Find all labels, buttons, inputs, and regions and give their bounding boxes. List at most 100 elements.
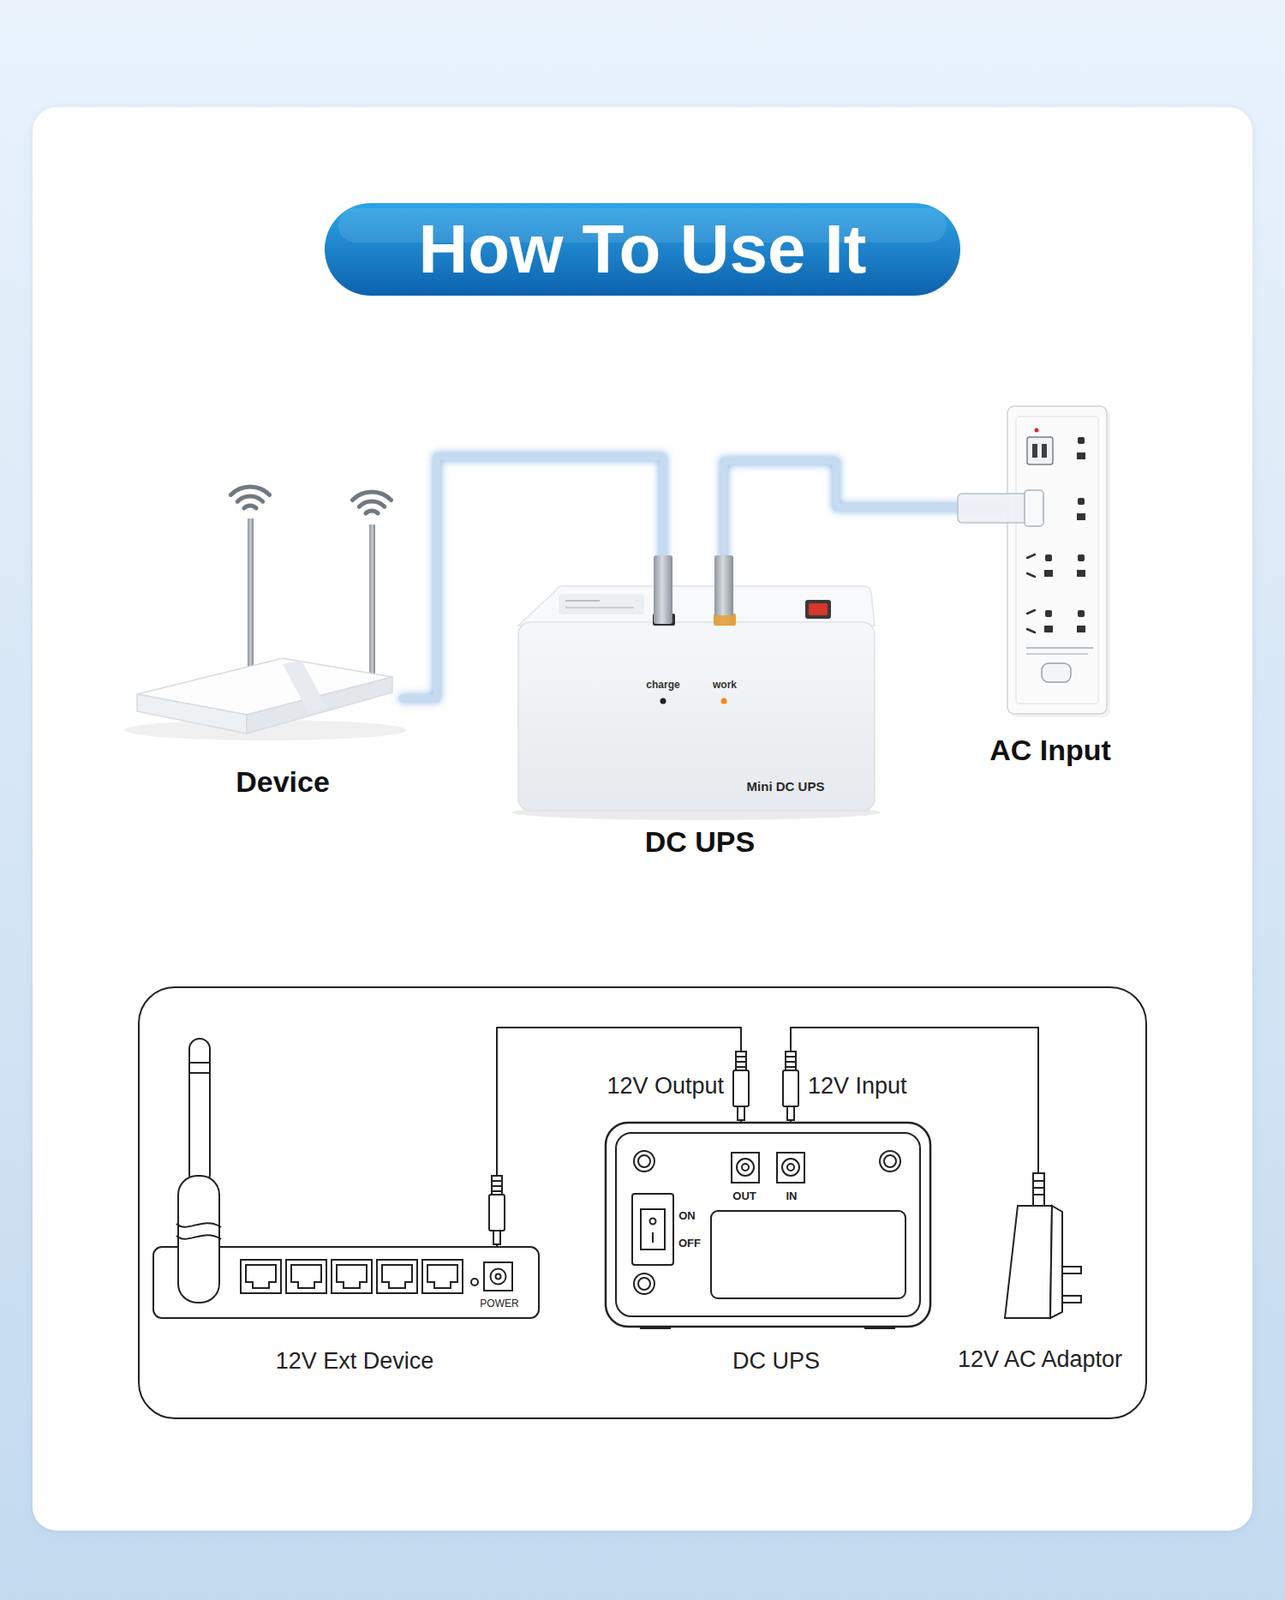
screw xyxy=(879,1150,901,1172)
switch-bar xyxy=(1032,443,1038,458)
port-inner xyxy=(382,1264,413,1288)
adaptor-side xyxy=(1050,1205,1063,1318)
led-label: charge xyxy=(645,679,680,691)
ups-back-inner xyxy=(615,1132,921,1316)
socket-slot xyxy=(1027,554,1035,558)
router-line-drawing xyxy=(153,1038,539,1318)
port-inner xyxy=(291,1264,322,1288)
adaptor-prong xyxy=(1062,1295,1082,1303)
port-label: POWER xyxy=(479,1297,519,1309)
sticker-line xyxy=(565,599,600,602)
jack-ring xyxy=(782,1158,800,1176)
content-card xyxy=(32,107,1253,1531)
diagram-frame xyxy=(138,986,1147,1418)
router-stripe xyxy=(282,660,328,712)
socket-hole xyxy=(1076,513,1086,520)
ups-unit: chargeworkMini DC UPSDC UPS xyxy=(518,621,875,811)
device-label: DC UPS xyxy=(645,825,755,858)
title-pill xyxy=(324,203,961,296)
ac-adaptor: 12V AC Adaptor xyxy=(1002,1172,1082,1320)
rocker-switch xyxy=(640,1208,665,1250)
wifi-arc xyxy=(358,501,385,507)
strip-print xyxy=(1026,652,1088,655)
jack-ring xyxy=(736,1158,754,1176)
plug-collar xyxy=(714,615,734,624)
ext-device: POWER12V Ext Device xyxy=(153,1246,539,1318)
relief-rib xyxy=(1033,1193,1045,1196)
adaptor-prong xyxy=(1062,1266,1082,1274)
antenna-fold xyxy=(176,1234,222,1239)
device-label: 12V Ext Device xyxy=(275,1348,435,1375)
socket-hole xyxy=(1045,554,1052,562)
screw xyxy=(633,1150,655,1172)
wifi-arc xyxy=(244,505,257,509)
port-label: IN xyxy=(786,1189,798,1202)
cable-relief xyxy=(1033,1172,1045,1206)
connector-label: 12V Output xyxy=(606,1073,724,1100)
screw-head xyxy=(884,1154,897,1167)
power-strip: AC Input xyxy=(1007,406,1107,714)
relief-rib xyxy=(1033,1186,1045,1189)
dc-plug xyxy=(653,555,673,624)
switch-label: ON xyxy=(678,1209,696,1222)
device-label: 12V AC Adaptor xyxy=(957,1346,1123,1373)
status-led xyxy=(471,1278,479,1285)
diagram-title: How To Use It xyxy=(418,215,867,284)
jack-ring xyxy=(490,1268,507,1285)
led-label: work xyxy=(712,679,737,691)
wifi-arc xyxy=(230,486,269,495)
screw xyxy=(633,1273,655,1294)
rocker-mark xyxy=(650,1218,657,1225)
ethernet-port xyxy=(422,1259,463,1293)
wifi-arc xyxy=(352,491,391,500)
socket-slot xyxy=(1027,573,1035,577)
wifi-arc xyxy=(365,510,378,514)
strip-lamp xyxy=(1034,428,1040,433)
relief-rib xyxy=(1033,1179,1045,1182)
screw-head xyxy=(638,1277,651,1290)
label-panel xyxy=(711,1210,906,1298)
strip-body xyxy=(1007,406,1107,714)
rocker-mark xyxy=(651,1231,654,1243)
ups-back-outline xyxy=(605,1122,931,1327)
dc-plug xyxy=(489,1175,505,1244)
device-label: AC Input xyxy=(989,734,1112,766)
ups-illustration xyxy=(512,555,881,820)
router-device: Device xyxy=(128,475,403,737)
antenna-band xyxy=(189,1061,210,1064)
ethernet-port xyxy=(376,1259,418,1293)
strip-panel xyxy=(1016,416,1099,704)
ethernet-port xyxy=(331,1259,372,1293)
socket-hole xyxy=(1076,625,1086,633)
strip-switch xyxy=(1027,436,1053,465)
jack-pin xyxy=(741,1163,749,1171)
port-label: OUT xyxy=(732,1189,756,1202)
screw-head xyxy=(638,1154,651,1167)
port-inner xyxy=(427,1264,458,1288)
wifi-arc xyxy=(237,496,263,502)
socket-hole xyxy=(1077,554,1085,562)
socket-hole xyxy=(1044,569,1053,577)
antenna-fold xyxy=(176,1222,222,1227)
work-led xyxy=(721,698,728,705)
ups-top-face xyxy=(518,585,875,626)
router-antenna xyxy=(247,518,254,675)
jack-pin xyxy=(496,1273,502,1280)
power-jack xyxy=(484,1261,513,1291)
switch-label: OFF xyxy=(678,1237,701,1250)
socket-hole xyxy=(1077,497,1085,505)
router-antenna xyxy=(369,524,376,677)
strip-print xyxy=(1026,646,1094,649)
socket-hole xyxy=(1077,436,1085,444)
socket-slot xyxy=(1027,609,1035,614)
socket-slot xyxy=(1027,628,1035,633)
in-jack xyxy=(776,1152,805,1183)
port-inner xyxy=(245,1264,276,1288)
dc-plug xyxy=(714,555,734,624)
sticker-line xyxy=(565,606,634,609)
power-switch xyxy=(808,603,828,616)
device-label: Device xyxy=(235,765,330,798)
